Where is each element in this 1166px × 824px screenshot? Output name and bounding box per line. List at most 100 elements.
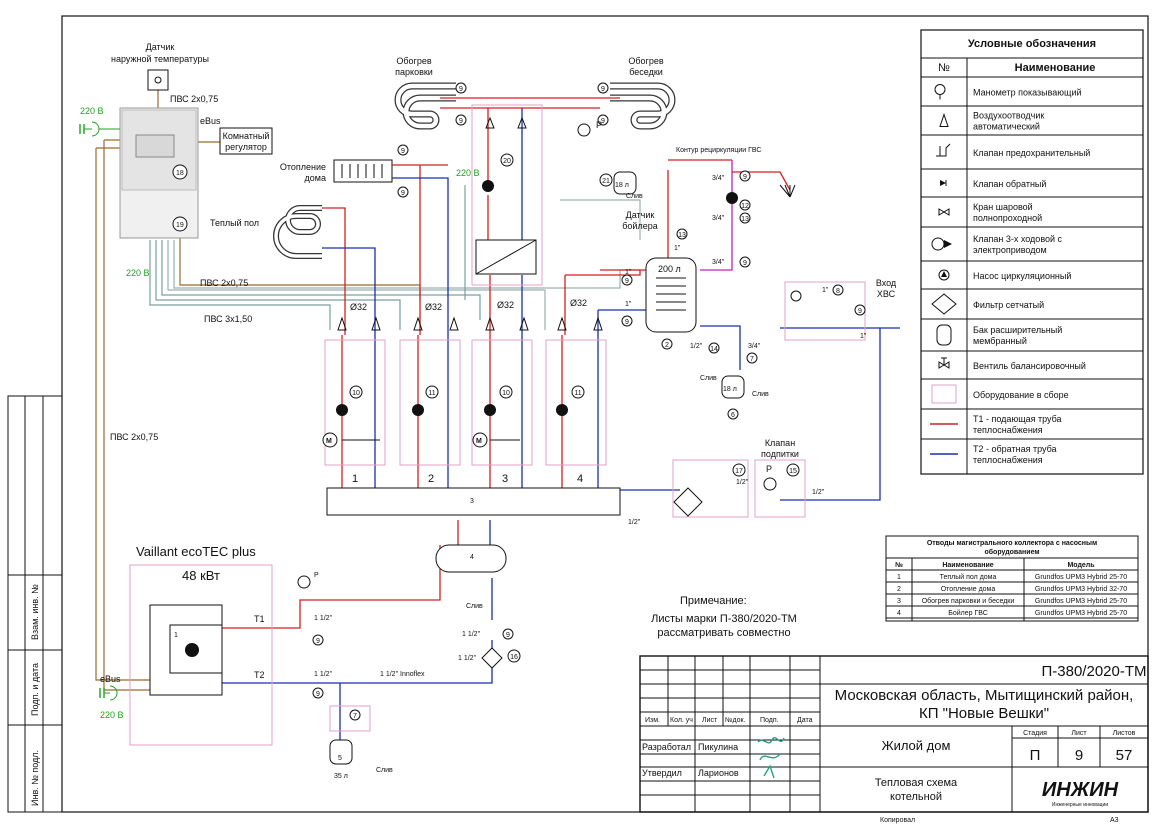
side-stamp-label: Подп. и дата bbox=[30, 663, 40, 716]
equip-number: 2 bbox=[665, 342, 669, 349]
branches-header: Наименование bbox=[942, 562, 993, 569]
stamp-col: Лист bbox=[702, 717, 718, 724]
pipe-size: 1/2" bbox=[736, 479, 749, 486]
branches-cell: 3 bbox=[897, 598, 901, 605]
branches-cell: Grundfos UPM3 Hybrid 32-70 bbox=[1035, 586, 1127, 593]
equip-number: 7 bbox=[750, 356, 754, 363]
legend-symbol-icon bbox=[938, 208, 950, 216]
stamp-person: Ларионов bbox=[698, 768, 739, 778]
stamp-role: Разработал bbox=[642, 742, 691, 752]
pipe-size: 1/2" bbox=[628, 519, 641, 526]
dhw-recirc-label: Контур рециркуляции ГВС bbox=[676, 147, 761, 154]
title-block bbox=[639, 655, 1149, 813]
equip-number: 16 bbox=[510, 654, 518, 661]
project-address: Московская область, Мытищинский район,КП… bbox=[835, 687, 1134, 722]
equip-number: 9 bbox=[625, 319, 629, 326]
pressure-gauge-icon bbox=[763, 477, 777, 491]
equip-number: 19 bbox=[176, 222, 184, 229]
equip-number: 17 bbox=[735, 468, 743, 475]
equip-number: 10 bbox=[502, 390, 510, 397]
legend-col-no: № bbox=[938, 62, 950, 74]
tank-volume: 200 л bbox=[658, 264, 681, 274]
legend-symbol-icon bbox=[938, 357, 950, 369]
stamp-person: Пикулина bbox=[698, 742, 738, 752]
cable-label-pvs-075: ПВС 2х0,75 bbox=[110, 432, 158, 442]
pipe-size: 1/2" bbox=[690, 343, 703, 350]
collector-branch-label: 1 bbox=[352, 473, 358, 485]
branches-header: № bbox=[895, 561, 903, 569]
power-plug-icon bbox=[99, 685, 118, 701]
stamp-col: Дата bbox=[797, 717, 813, 724]
equip-number: 9 bbox=[858, 308, 862, 315]
legend-item-label: Оборудование в сборе bbox=[973, 390, 1069, 400]
stamp-col: №док. bbox=[725, 717, 746, 724]
pipe-size: 1" bbox=[822, 287, 829, 294]
legend-symbol-icon bbox=[936, 143, 951, 157]
return-pipes bbox=[222, 108, 900, 740]
ebus-label: eBus bbox=[200, 116, 221, 126]
tank-volume: 18 л bbox=[615, 182, 629, 189]
branches-cell: 2 bbox=[897, 586, 901, 593]
tank-volume: 35 л bbox=[334, 773, 348, 780]
stamp-role: Утвердил bbox=[642, 768, 682, 778]
project-code: П-380/2020-ТМ bbox=[1042, 663, 1147, 680]
equip-number: 9 bbox=[601, 86, 605, 93]
legend-symbol-icon bbox=[931, 293, 957, 315]
pipe-size: 1 1/2" bbox=[462, 631, 481, 638]
branches-title: Отводы магистрального коллектора с насос… bbox=[927, 540, 1097, 556]
outdoor-sensor-icon bbox=[154, 76, 162, 84]
legend-symbol-icon bbox=[936, 324, 952, 346]
outdoor-sensor bbox=[147, 69, 169, 91]
branches-cell: 4 bbox=[897, 610, 901, 617]
pipe-size: 1 1/2" bbox=[458, 655, 477, 662]
parking-coil bbox=[394, 82, 456, 130]
gauge-label: P bbox=[314, 572, 319, 579]
note-title: Примечание: bbox=[680, 595, 747, 607]
equip-number: 13 bbox=[678, 232, 686, 239]
pressure-gauge-icon bbox=[577, 123, 591, 137]
wall-boiler: 18 19 bbox=[119, 107, 199, 239]
three-way-valve-icon: M M bbox=[322, 432, 520, 448]
equip-number: 9 bbox=[316, 638, 320, 645]
pipe-size: 3/4" bbox=[712, 259, 725, 266]
equip-number: 9 bbox=[459, 118, 463, 125]
equip-number: 13 bbox=[741, 216, 749, 223]
tank-volume: 18 л bbox=[723, 386, 737, 393]
pipe-size: 1" bbox=[860, 333, 867, 340]
svg-text:M: M bbox=[476, 438, 482, 445]
equip-number: 8 bbox=[836, 288, 840, 295]
main-boiler-title: Vaillant ecoTEC plus bbox=[136, 544, 256, 559]
legend-col-name: Наименование bbox=[1015, 62, 1096, 74]
legend-item-label: Клапан обратный bbox=[973, 179, 1046, 189]
legend-item-label: Фильтр сетчатый bbox=[973, 300, 1044, 310]
legend-item-label: Манометр показывающий bbox=[973, 88, 1082, 98]
circulation-pump-icon bbox=[185, 643, 199, 657]
expansion-tank bbox=[721, 375, 745, 399]
equip-number: 11 bbox=[574, 390, 581, 397]
branches-cell: Бойлер ГВС bbox=[948, 609, 988, 617]
copied-label: Копировал bbox=[880, 817, 915, 824]
warm-floor-label: Теплый пол bbox=[210, 218, 259, 228]
equip-number: 6 bbox=[731, 412, 735, 419]
drain-label: Слив bbox=[466, 603, 483, 610]
gauge-label: P bbox=[766, 464, 772, 474]
legend-symbol-icon bbox=[940, 180, 947, 186]
power-plug-icon bbox=[79, 121, 120, 137]
strainer-icon bbox=[481, 647, 503, 669]
branches-cell: Отопление дома bbox=[941, 586, 996, 593]
pipe-size: 3/4" bbox=[712, 215, 725, 222]
pipe-size: 1" bbox=[674, 245, 681, 252]
branches-header: Модель bbox=[1067, 562, 1095, 569]
equipment-assemblies bbox=[129, 104, 866, 746]
equip-number: 18 bbox=[176, 170, 184, 177]
